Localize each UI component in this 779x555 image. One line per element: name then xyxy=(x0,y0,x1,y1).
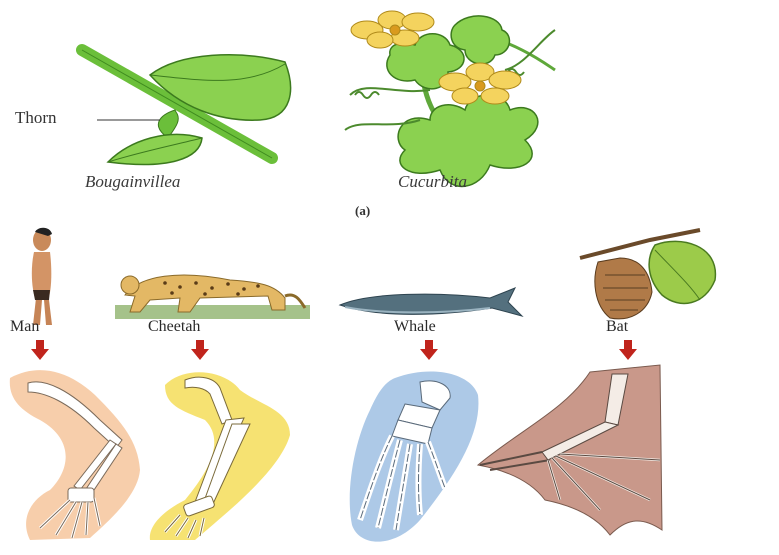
cucurbita-tendril-left xyxy=(350,88,430,98)
arrow-man xyxy=(31,340,49,360)
thorn-label: Thorn xyxy=(15,108,57,128)
bat-wing xyxy=(478,365,662,535)
whale-illustration xyxy=(340,288,522,316)
part-a-caption: (a) xyxy=(355,203,370,219)
arrows xyxy=(31,340,637,360)
arrow-bat xyxy=(619,340,637,360)
arrow-whale xyxy=(420,340,438,360)
bougainvillea-leaf-large xyxy=(150,55,291,120)
bougainvillea-illustration xyxy=(82,50,291,165)
label-cheetah: Cheetah xyxy=(148,318,200,336)
arrow-cheetah xyxy=(191,340,209,360)
label-bat: Bat xyxy=(606,318,628,336)
cucurbita-tendril-right xyxy=(505,30,555,75)
cucurbita-label: Cucurbita xyxy=(398,172,467,192)
cucurbita-illustration xyxy=(345,11,555,186)
label-whale: Whale xyxy=(394,318,436,336)
whale-flipper xyxy=(350,372,479,542)
cheetah-illustration xyxy=(115,275,310,319)
bougainvillea-label: Bougainvillea xyxy=(85,172,180,192)
cheetah-forelimb xyxy=(150,372,290,540)
man-forelimb xyxy=(10,370,140,540)
label-man: Man xyxy=(10,318,39,336)
man-illustration xyxy=(32,228,52,325)
bat-illustration xyxy=(580,230,715,319)
bat-leaf xyxy=(649,241,715,303)
